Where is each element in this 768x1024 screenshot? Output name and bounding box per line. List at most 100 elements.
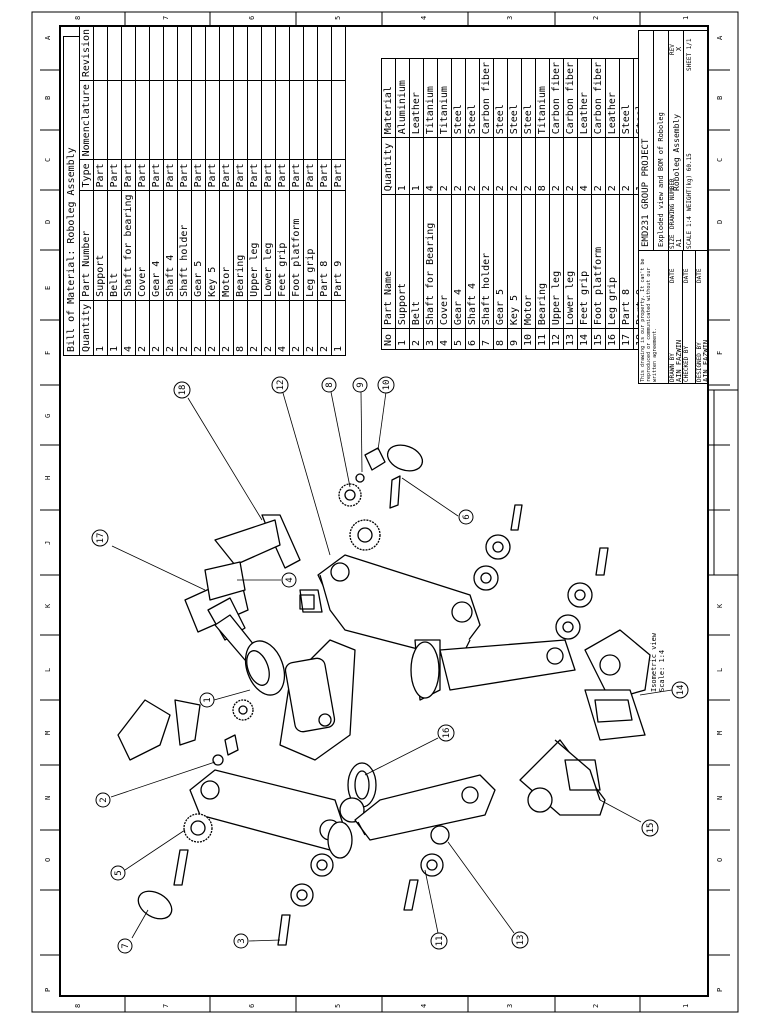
zone-letters: A B C D E F G H J K L M N O P A B C D F …	[44, 35, 724, 992]
table-cell: 2	[507, 137, 522, 195]
table-cell: 1	[107, 300, 122, 356]
table-cell: Upper leg	[549, 194, 564, 329]
table-cell: 2	[317, 300, 332, 356]
project-title: EMD231 GROUP PROJECT	[639, 31, 654, 251]
zone-letter-f: F	[44, 351, 52, 355]
table-cell: Key 5	[205, 190, 220, 301]
table-cell: Steel	[619, 58, 634, 138]
balloon-9: 9	[352, 377, 368, 393]
table-cell	[149, 80, 164, 160]
svg-text:17: 17	[96, 533, 106, 544]
table-cell: Steel	[493, 58, 508, 138]
table-cell: 2	[465, 137, 480, 195]
table-cell: 2	[205, 300, 220, 356]
checked-by-date-label: DATE	[683, 268, 690, 283]
zone-number-7: 7	[162, 16, 170, 20]
balloons: 18 12 8 9 10 6 4 17 1 2 5 7 3 11 13 15 1…	[91, 376, 689, 954]
table-cell: Gear 4	[149, 190, 164, 301]
part-support	[214, 589, 356, 761]
table-cell: Carbon fiber	[563, 58, 578, 138]
table-cell	[107, 25, 122, 81]
zone-letter-e: E	[44, 286, 52, 290]
bom-assembly-title: Bill of Material: Roboleg Assembly	[63, 36, 79, 356]
table-cell: 2	[493, 137, 508, 195]
svg-text:1: 1	[203, 697, 213, 702]
table-cell: 2	[149, 300, 164, 356]
weight-value: WEIGHT(kg) 60.15	[686, 153, 693, 211]
svg-text:15: 15	[646, 823, 656, 834]
balloon-18: 18	[173, 381, 191, 399]
zone-letter-m: M	[44, 731, 52, 735]
zone-number-8-bottom: 8	[74, 1004, 82, 1008]
table-cell: Titanium	[423, 58, 438, 138]
zone-number-6: 6	[248, 16, 256, 20]
zone-letter-o: O	[44, 858, 52, 862]
zone-letter-p: P	[44, 988, 52, 992]
table-cell: Belt	[409, 194, 424, 329]
balloon-3: 3	[233, 933, 249, 949]
title-block-left: This drawing is our property. It can't b…	[639, 250, 710, 383]
zone-letter-d: D	[44, 220, 52, 224]
table-cell: 8	[233, 300, 248, 356]
table-cell: Shaft 4	[465, 194, 480, 329]
table-cell	[177, 25, 192, 81]
table-cell: 9	[507, 328, 522, 350]
table-cell: Part	[317, 159, 332, 191]
checked-by-row: CHECKED BY DATE	[683, 251, 696, 383]
table-cell: Steel	[465, 58, 480, 138]
table-cell	[205, 80, 220, 160]
table-cell	[275, 25, 290, 81]
part-foot-platform	[519, 739, 606, 816]
balloon-7: 7	[117, 938, 133, 954]
zone-letter-f-right: F	[716, 351, 724, 355]
table-cell	[331, 80, 346, 160]
col-nomenclature: Nomenclature	[79, 80, 94, 160]
zone-letter-l: L	[44, 668, 52, 672]
table-cell	[233, 80, 248, 160]
zone-letter-l-right: L	[716, 668, 724, 672]
table-cell	[303, 80, 318, 160]
title-block-right: EMD231 GROUP PROJECT Exploded view and B…	[639, 31, 707, 251]
table-cell: 2	[549, 137, 564, 195]
table-cell: Titanium	[437, 58, 452, 138]
zone-number-5: 5	[334, 16, 342, 20]
table-cell	[275, 80, 290, 160]
balloon-2: 2	[95, 792, 111, 808]
svg-text:7: 7	[121, 943, 131, 948]
table-cell: 7	[479, 328, 494, 350]
drawn-by-date-label: DATE	[669, 268, 676, 283]
part-upper-leg	[317, 554, 576, 701]
zone-letter-k: K	[44, 603, 52, 608]
table-cell: 1	[409, 137, 424, 195]
table-cell	[163, 25, 178, 81]
view-caption-title: Isometric view	[650, 632, 658, 692]
table-cell: Leather	[577, 58, 592, 138]
part-upper-leg-2	[189, 769, 353, 946]
table-cell: 2	[289, 300, 304, 356]
table-cell	[247, 25, 262, 81]
zone-letter-g: G	[44, 414, 52, 418]
table-cell: Steel	[521, 58, 536, 138]
table-cell: Upper leg	[247, 190, 262, 301]
table-cell	[219, 25, 234, 81]
designed-by-date-label: DATE	[696, 268, 703, 283]
zone-number-3: 3	[506, 16, 514, 20]
table-cell: 2	[521, 137, 536, 195]
table-cell: 1	[331, 300, 346, 356]
table-cell: Part	[135, 159, 150, 191]
table-cell: 1	[395, 137, 410, 195]
table-cell: Aluminium	[395, 58, 410, 138]
svg-text:5: 5	[114, 870, 124, 875]
